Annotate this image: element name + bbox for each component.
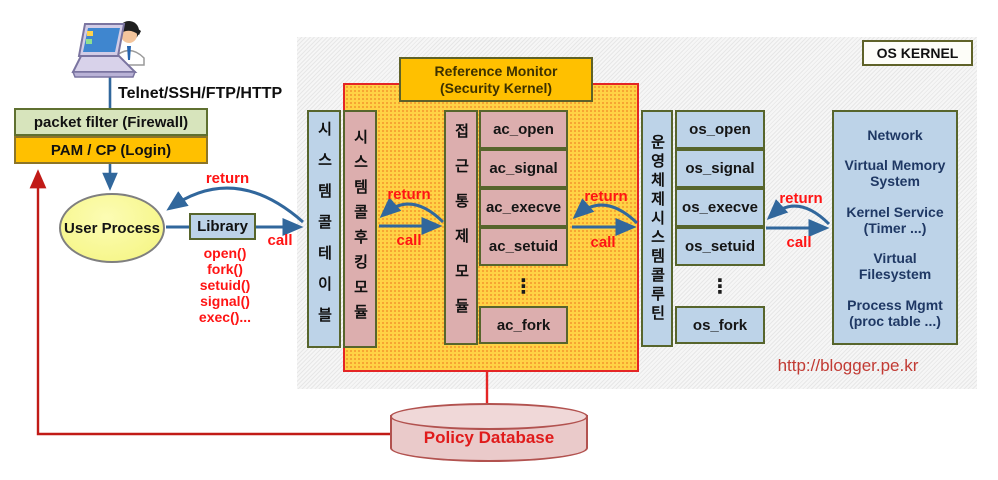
screen-icon-2 — [86, 39, 92, 44]
kernel-service-item: Kernel Service (Timer ...) — [846, 203, 944, 236]
call-label-1: call — [267, 232, 293, 249]
ac-handler-box: ac_open — [479, 110, 568, 149]
call-label-4: call — [786, 234, 812, 251]
ac-handler-box: ac_execve — [479, 188, 568, 227]
return-label-2: return — [387, 186, 431, 203]
os-ellipsis: ⋮ — [710, 275, 730, 298]
kernel-services-box: Network Virtual Memory System Kernel Ser… — [832, 110, 958, 345]
kernel-service-item: Virtual Memory System — [844, 157, 946, 189]
kernel-service-item: Virtual Filesystem — [858, 250, 932, 282]
return-label-1: return — [205, 170, 250, 187]
user-process-ellipse: User Process — [59, 193, 165, 263]
laptop-front-edge-icon — [71, 71, 137, 78]
os-kernel-label-box: OS KERNEL — [862, 40, 973, 66]
syscall-example: signal() — [200, 293, 250, 309]
syscall-examples-list: open() fork() setuid() signal() exec()..… — [180, 245, 270, 325]
ac-handler-box: ac_setuid — [479, 227, 568, 266]
call-label-3: call — [590, 234, 616, 251]
ac-ellipsis: ⋮ — [513, 275, 534, 298]
return-label-4: return — [779, 190, 823, 207]
ac-handler-box: ac_signal — [479, 149, 568, 188]
syscall-table-bar: 시스템콜테이블 — [307, 110, 341, 348]
kernel-services-list: Network Virtual Memory System Kernel Ser… — [834, 112, 956, 343]
blog-url-text: http://blogger.pe.kr — [777, 356, 919, 375]
client-computer-icon — [71, 21, 145, 78]
policy-database-cylinder-top — [390, 403, 588, 430]
call-label-2: call — [396, 232, 422, 249]
os-handler-box: os_setuid — [675, 227, 765, 266]
syscall-example: open() — [203, 245, 247, 261]
protocols-label: Telnet/SSH/FTP/HTTP — [118, 85, 283, 102]
syscall-example: fork() — [207, 261, 243, 277]
reference-monitor-subtitle: (Security Kernel) — [439, 79, 553, 96]
os-handler-box: os_signal — [675, 149, 765, 188]
kernel-service-item: Network — [867, 126, 923, 143]
syscall-example: setuid() — [199, 277, 251, 293]
os-syscall-routine-bar: 운영체제시스템콜루틴 — [641, 110, 673, 347]
policy-database-label: Policy Database — [423, 428, 555, 447]
user-tie-icon — [127, 46, 131, 60]
access-control-module-bar: 접근통제모듈 — [444, 110, 478, 345]
syscall-hooking-module-bar: 시스템콜후킹모듈 — [343, 110, 377, 348]
reference-monitor-title-box: Reference Monitor (Security Kernel) — [399, 57, 593, 102]
os-handler-box: os_execve — [675, 188, 765, 227]
reference-monitor-title: Reference Monitor — [434, 62, 558, 79]
library-box: Library — [189, 213, 256, 240]
os-handler-box: os_open — [675, 110, 765, 149]
os-handler-box: os_fork — [675, 306, 765, 344]
screen-icon-1 — [87, 31, 93, 36]
syscall-example: exec()... — [198, 309, 252, 325]
pam-login-box: PAM / CP (Login) — [14, 136, 208, 164]
kernel-service-item: Process Mgmt (proc table ...) — [847, 296, 943, 329]
return-label-3: return — [584, 188, 628, 205]
packet-filter-box: packet filter (Firewall) — [14, 108, 208, 136]
ac-handler-box: ac_fork — [479, 306, 568, 344]
user-hair-fringe-icon — [119, 25, 141, 35]
